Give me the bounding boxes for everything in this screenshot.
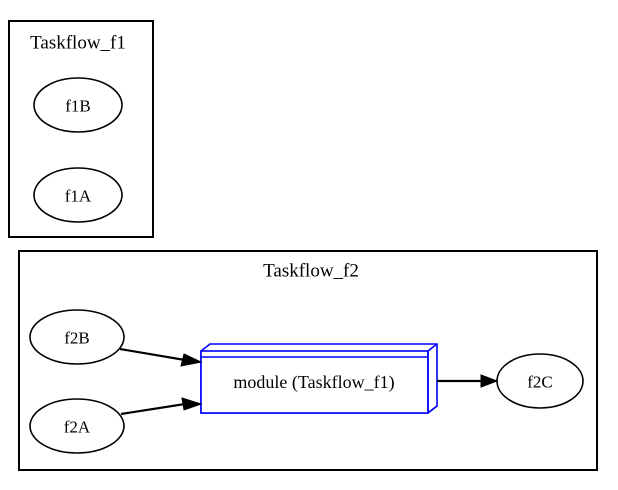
node-f2A-shape: [29, 398, 125, 454]
edge-module-to-f2C-arrowhead: [480, 374, 499, 388]
node-f2B[interactable]: f2B: [29, 309, 125, 365]
node-module-taskflow-f1[interactable]: module (Taskflow_f1): [200, 343, 438, 414]
edge-f2B-to-module: [119, 347, 203, 367]
cluster-taskflow-f1-label: Taskflow_f1: [30, 33, 126, 54]
node-f1B[interactable]: f1B: [33, 77, 123, 133]
edge-f2A-to-module-line: [120, 402, 186, 416]
edge-module-to-f2C: [437, 374, 499, 388]
edge-f2B-to-module-line: [119, 347, 186, 362]
cluster-taskflow-f1[interactable]: Taskflow_f1 f1B f1A: [8, 20, 154, 238]
node-f1A-shape: [33, 167, 123, 223]
edge-f2A-to-module-arrowhead: [181, 397, 203, 411]
cluster-taskflow-f2[interactable]: Taskflow_f2 f2B f2A: [18, 250, 598, 471]
edge-f2A-to-module: [120, 397, 203, 416]
node-f1A[interactable]: f1A: [33, 167, 123, 223]
node-f1B-shape: [33, 77, 123, 133]
module-box-front-face: [200, 350, 429, 414]
module-box-corner-bottom-right: [427, 405, 438, 414]
module-box-corner-top-right: [427, 343, 438, 352]
node-f2C-label: f2C: [527, 373, 553, 392]
node-f2B-label: f2B: [64, 329, 90, 348]
node-f2A-label: f2A: [64, 418, 91, 437]
edge-f2B-to-module-arrowhead: [180, 353, 203, 367]
node-f2C[interactable]: f2C: [496, 353, 584, 409]
cluster-taskflow-f2-label: Taskflow_f2: [263, 261, 359, 282]
node-f1A-label: f1A: [65, 187, 92, 206]
node-f2B-shape: [29, 309, 125, 365]
node-f1B-label: f1B: [65, 97, 91, 116]
node-f2A[interactable]: f2A: [29, 398, 125, 454]
module-box-label: module (Taskflow_f1): [233, 372, 394, 393]
